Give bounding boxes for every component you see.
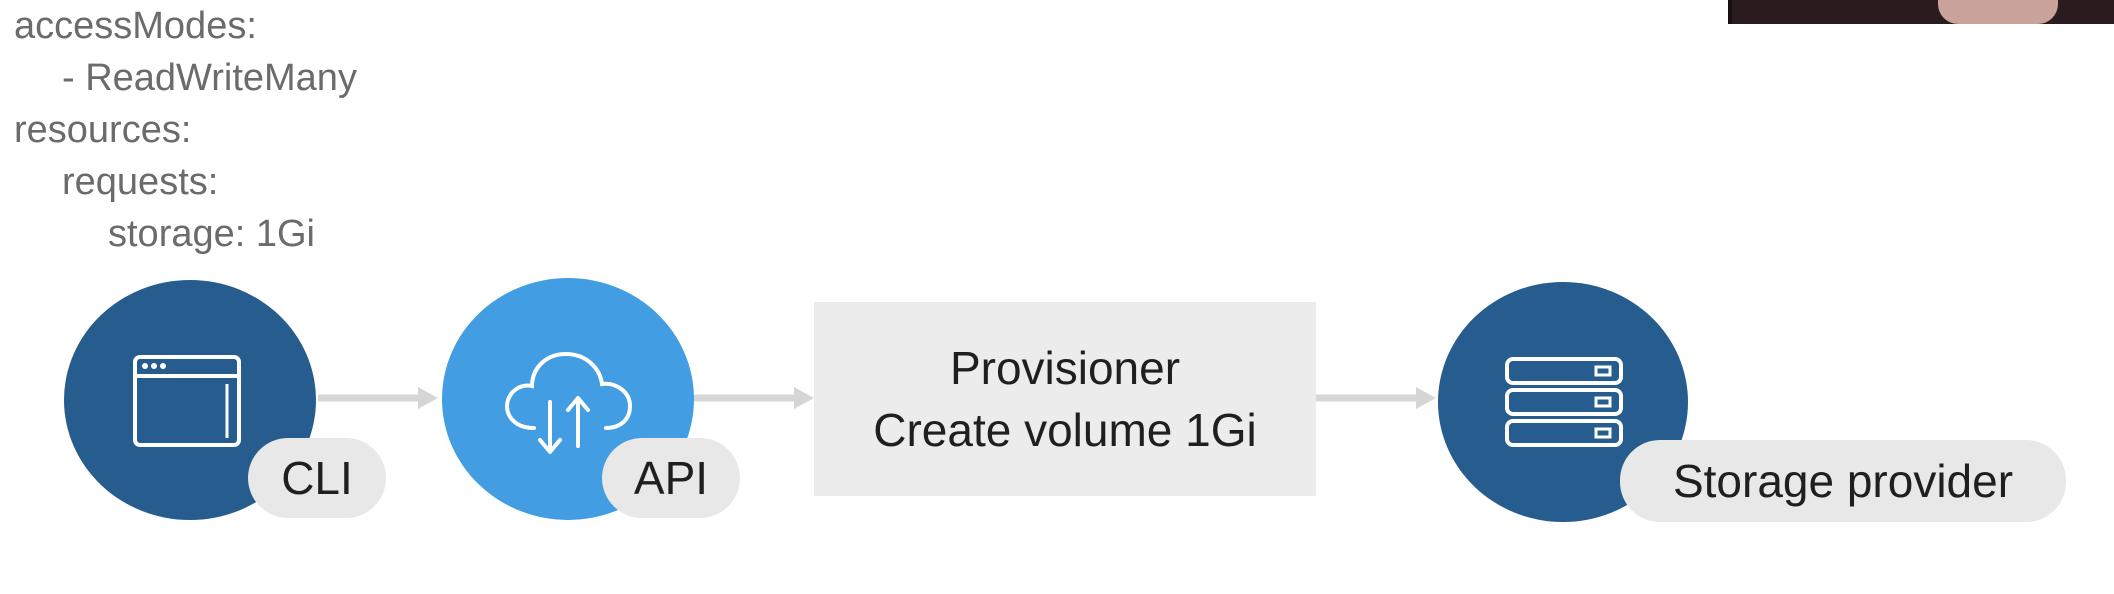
cli-label: CLI: [248, 438, 386, 518]
yaml-line: requests:: [62, 161, 219, 203]
arrowhead-api-to-provisioner: [794, 387, 814, 409]
browser-window-icon: [133, 355, 241, 447]
yaml-line: - ReadWriteMany: [62, 57, 357, 99]
server-stack-icon: [1505, 357, 1623, 447]
yaml-line: storage: 1Gi: [108, 213, 315, 255]
webcam-overlay: [1728, 0, 2114, 24]
api-label: API: [602, 438, 740, 518]
cloud-upload-download-icon: [505, 351, 633, 454]
provisioner-title: Provisioner: [949, 342, 1181, 394]
arrowhead-cli-to-api: [418, 387, 438, 409]
provisioner-action: Create volume 1Gi: [873, 404, 1257, 456]
webcam-person: [1938, 0, 2058, 24]
provisioner-box: Provisioner Create volume 1Gi: [814, 302, 1316, 496]
yaml-snippet: accessModes: - ReadWriteMany resources: …: [14, 0, 357, 260]
yaml-line: resources:: [14, 109, 192, 151]
storage-provider-label: Storage provider: [1620, 440, 2066, 522]
arrowhead-provisioner-to-storage: [1416, 387, 1436, 409]
yaml-line: accessModes:: [14, 5, 257, 47]
